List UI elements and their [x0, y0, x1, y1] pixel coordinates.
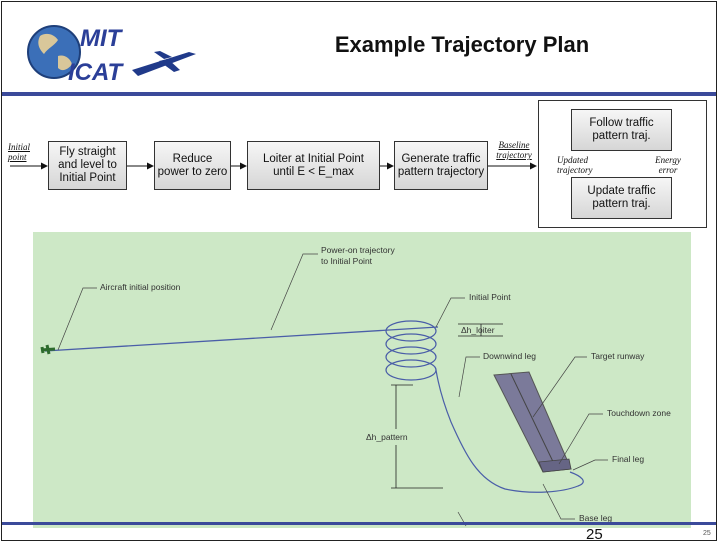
- runway-centerline: [510, 373, 558, 471]
- step-reduce-power: Reduce power to zero: [154, 141, 231, 190]
- target-runway: [493, 371, 572, 473]
- label-base-leg: Base leg: [579, 513, 613, 523]
- step-fly-straight: Fly straight and level to Initial Point: [48, 141, 127, 190]
- label-final-leg: Final leg: [612, 454, 645, 464]
- aircraft-icon: [40, 344, 56, 355]
- label-power-on-trajectory: Power-on trajectory to Initial Point: [321, 245, 395, 266]
- label-dh-loiter: Δh_loiter: [461, 325, 495, 335]
- slide-title: Example Trajectory Plan: [334, 32, 590, 57]
- trajectory-drawing: [40, 253, 608, 527]
- step-follow-traffic: Follow traffic pattern traj.: [571, 109, 672, 151]
- label-aircraft-initial-position: Aircraft initial position: [100, 282, 181, 292]
- label-touchdown-zone: Touchdown zone: [607, 408, 671, 418]
- page-number-small: 25: [703, 530, 711, 537]
- logo-text-icat: ICAT: [68, 59, 125, 86]
- touchdown-zone: [538, 458, 572, 473]
- trajectory-figure: Aircraft initial position Power-on traje…: [33, 232, 691, 528]
- step-loiter: Loiter at Initial Point until E < E_max: [247, 141, 380, 190]
- step-update-traffic: Update traffic pattern traj.: [571, 177, 672, 219]
- slide-header: MIT ICAT Example Trajectory Plan: [2, 2, 716, 92]
- traffic-pattern-path: [435, 369, 584, 493]
- label-initial-point: Initial Point: [469, 292, 511, 302]
- step-generate-pattern: Generate traffic pattern trajectory: [394, 141, 488, 190]
- label-target-runway: Target runway: [591, 351, 645, 361]
- power-on-trajectory-line: [44, 326, 439, 352]
- footer-divider: [2, 522, 716, 525]
- header-divider: [2, 92, 716, 96]
- label-baseline-trajectory: Baseline trajectory: [496, 140, 532, 160]
- label-downwind-leg: Downwind leg: [483, 351, 536, 361]
- callout-leaders: [57, 253, 608, 527]
- label-dh-pattern: Δh_pattern: [366, 432, 408, 442]
- label-initial-point: Initial point: [8, 142, 30, 162]
- logo-text-mit: MIT: [80, 25, 124, 52]
- page-number: 25: [586, 526, 603, 543]
- label-energy-error: Energy error: [655, 155, 681, 175]
- label-updated-trajectory: Updated trajectory: [557, 155, 593, 175]
- mit-icat-logo: MIT ICAT: [27, 25, 196, 86]
